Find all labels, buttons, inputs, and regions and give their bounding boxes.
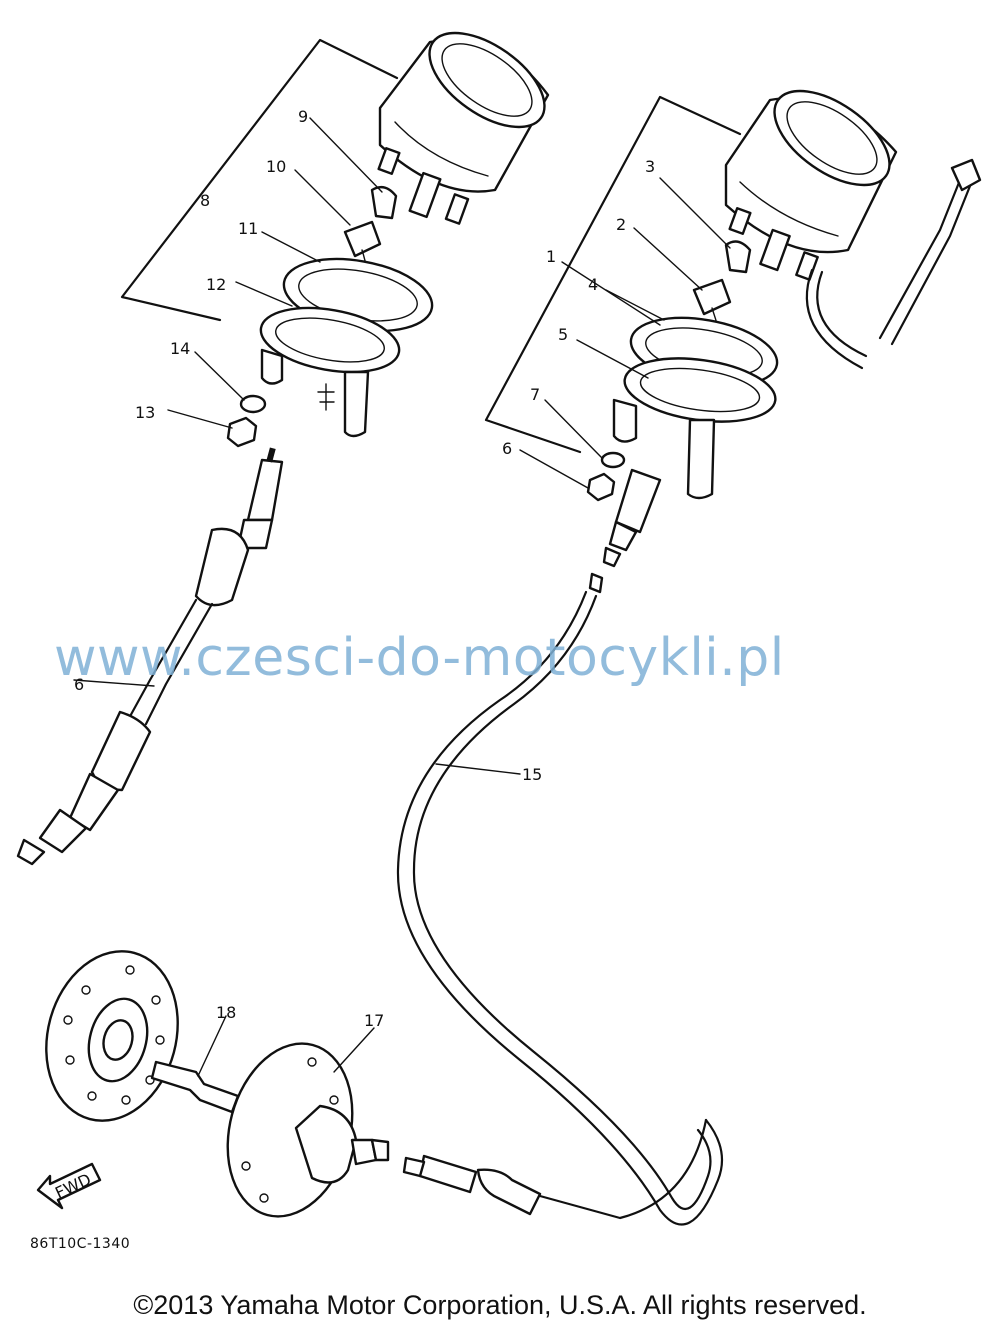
left-bracket-line [120, 38, 399, 322]
fwd-label: FWD [52, 1170, 94, 1203]
watermark-url: www.czesci-do-motocykli.pl [54, 628, 785, 688]
drive-shaft-pin [150, 1060, 240, 1114]
callout-10: 10 [266, 157, 286, 176]
callout-6-cable: 6 [74, 675, 84, 694]
callout-18: 18 [216, 1003, 236, 1022]
speedometer-gear-unit [45, 950, 390, 1218]
left-meter-body [377, 31, 550, 225]
right-meter-body [724, 89, 898, 281]
right-meter-assembly [484, 89, 982, 568]
callout-labels: 9 10 8 11 12 14 13 3 2 1 4 5 7 6 6 15 18… [74, 107, 655, 1030]
callout-13: 13 [135, 403, 155, 422]
callout-3: 3 [645, 157, 655, 176]
left-tacho-cable [16, 447, 284, 866]
diagram-reference-code: 86T10C-1340 [30, 1236, 131, 1252]
left-lower-cushion [259, 306, 401, 374]
callout-5: 5 [558, 325, 568, 344]
callout-4: 4 [588, 275, 598, 294]
right-wire-lead [805, 268, 864, 370]
left-washer [239, 394, 267, 414]
copyright-notice: ©2013 Yamaha Motor Corporation, U.S.A. A… [133, 1290, 867, 1320]
forward-direction-arrow: FWD [36, 1162, 102, 1210]
callout-7: 7 [530, 385, 540, 404]
left-nut [226, 416, 258, 448]
callout-14: 14 [170, 339, 190, 358]
speedometer-cable [396, 572, 724, 1226]
callout-1: 1 [546, 247, 556, 266]
right-nut [586, 472, 616, 502]
callout-12: 12 [206, 275, 226, 294]
callout-2: 2 [616, 215, 626, 234]
right-bracket-line [484, 95, 742, 454]
callout-8: 8 [200, 191, 210, 210]
callout-15: 15 [522, 765, 542, 784]
right-bulb-socket [692, 240, 752, 356]
callout-9: 9 [298, 107, 308, 126]
callout-11: 11 [238, 219, 258, 238]
right-washer [600, 451, 626, 469]
left-bracket-leg [260, 348, 284, 385]
callout-17: 17 [364, 1011, 384, 1030]
left-meter-assembly [120, 31, 550, 448]
callout-6: 6 [502, 439, 512, 458]
